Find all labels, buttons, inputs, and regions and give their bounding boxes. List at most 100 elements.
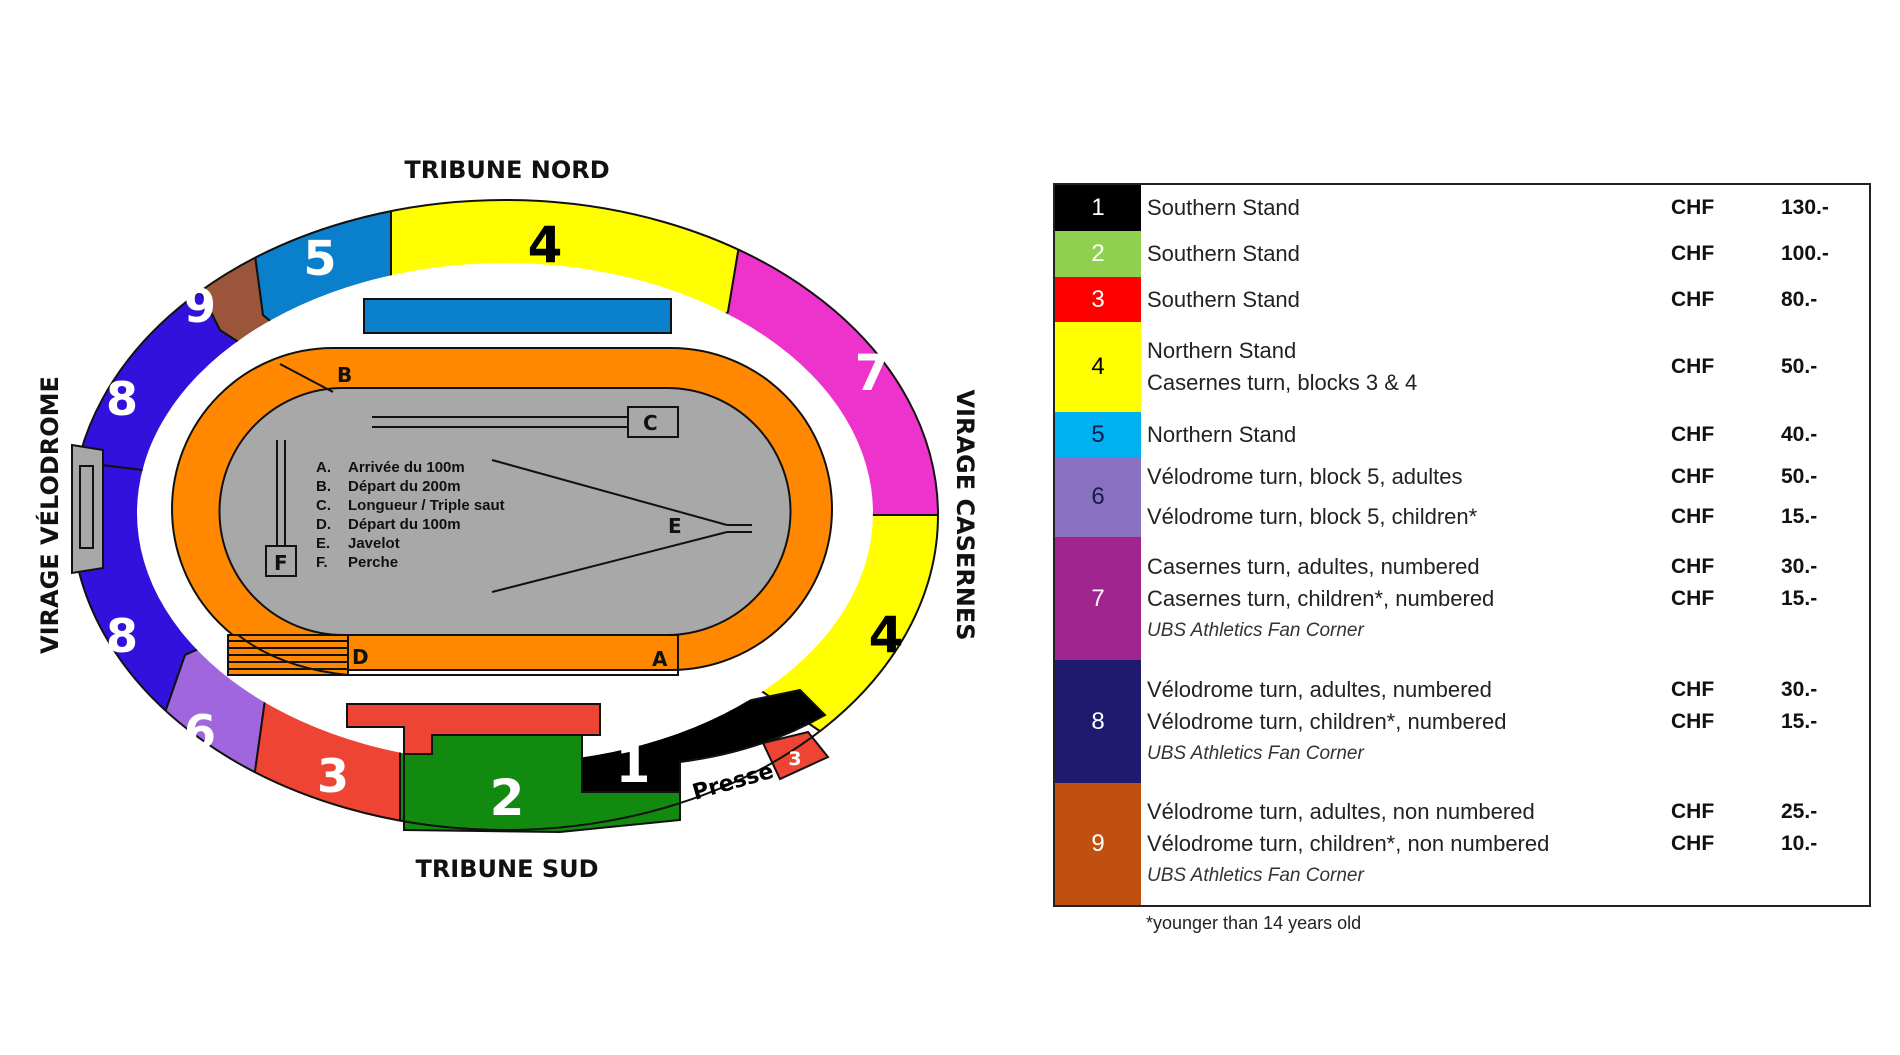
row-7-price-1: 30.- bbox=[1781, 554, 1818, 578]
legend-text-f: Perche bbox=[348, 554, 398, 571]
row-7-desc-1: Casernes turn, adultes, numbered bbox=[1147, 553, 1480, 579]
section-label-3-small: 3 bbox=[788, 748, 801, 770]
section-label-1: 1 bbox=[616, 736, 651, 794]
row-9-note: UBS Athletics Fan Corner bbox=[1147, 865, 1364, 886]
price-row-4: 4 Northern Stand Casernes turn, blocks 3… bbox=[1055, 322, 1869, 412]
row-6-price-2: 15.- bbox=[1781, 505, 1818, 528]
row-7-note: UBS Athletics Fan Corner bbox=[1147, 619, 1364, 641]
row-7-price-2: 15.- bbox=[1781, 586, 1818, 610]
row-1-desc: Southern Stand bbox=[1147, 195, 1300, 220]
footnote: *younger than 14 years old bbox=[1146, 913, 1362, 933]
legend-text-c: Longueur / Triple saut bbox=[348, 497, 505, 514]
swatch-6: 6 bbox=[1055, 457, 1141, 537]
legend-key-f: F. bbox=[316, 554, 328, 571]
row-8-note: UBS Athletics Fan Corner bbox=[1147, 742, 1364, 764]
velodrome-block bbox=[71, 443, 104, 575]
row-4-price: 50.- bbox=[1781, 355, 1818, 378]
row-6-price-1: 50.- bbox=[1781, 465, 1818, 488]
swatch-5: 5 bbox=[1055, 412, 1141, 457]
row-5-currency: CHF bbox=[1671, 422, 1715, 446]
price-row-2: 2 Southern Stand CHF 100.- bbox=[1055, 231, 1869, 277]
row-8-currency-1: CHF bbox=[1671, 677, 1715, 701]
section-label-9: 9 bbox=[184, 279, 216, 333]
legend-key-e: E. bbox=[316, 535, 330, 552]
swatch-2: 2 bbox=[1055, 231, 1141, 277]
swatch-1: 1 bbox=[1055, 185, 1141, 231]
row-4-desc-2: Casernes turn, blocks 3 & 4 bbox=[1147, 370, 1418, 395]
row-9-price-2: 10.- bbox=[1781, 832, 1818, 855]
row-2-price: 100.- bbox=[1781, 242, 1829, 265]
label-tribune-sud: TRIBUNE SUD bbox=[415, 855, 598, 883]
section-label-8-lower: 8 bbox=[106, 609, 138, 663]
legend-key-a: A. bbox=[316, 459, 331, 476]
price-row-7: 7 Casernes turn, adultes, numbered CHF 3… bbox=[1055, 537, 1869, 660]
legend-key-d: D. bbox=[316, 516, 331, 533]
row-9-currency-1: CHF bbox=[1671, 800, 1715, 823]
row-7-desc-2: Casernes turn, children*, numbered bbox=[1147, 585, 1495, 611]
swatch-4: 4 bbox=[1055, 322, 1141, 412]
row-7-currency-1: CHF bbox=[1671, 554, 1715, 578]
section-5-strip[interactable] bbox=[363, 298, 672, 334]
marker-b: B bbox=[337, 363, 352, 387]
row-8-currency-2: CHF bbox=[1671, 709, 1715, 733]
price-row-5: 5 Northern Stand CHF 40.- bbox=[1055, 412, 1869, 457]
row-2-currency: CHF bbox=[1671, 242, 1715, 265]
legend-text-b: Départ du 200m bbox=[348, 478, 461, 495]
marker-a: A bbox=[652, 647, 668, 671]
label-virage-velodrome: VIRAGE VÉLODROME bbox=[35, 376, 64, 654]
section-label-5: 5 bbox=[303, 231, 336, 287]
velodrome-inner-rect bbox=[79, 465, 94, 549]
section-label-2: 2 bbox=[490, 769, 525, 827]
row-6-currency-2: CHF bbox=[1671, 505, 1715, 528]
marker-d: D bbox=[352, 645, 369, 669]
section-1[interactable] bbox=[581, 688, 827, 793]
swatch-7: 7 bbox=[1055, 537, 1141, 660]
row-7-currency-2: CHF bbox=[1671, 586, 1715, 610]
legend-key-b: B. bbox=[316, 478, 331, 495]
legend-key-c: C. bbox=[316, 497, 331, 514]
start-line-b bbox=[279, 363, 334, 393]
row-4-currency: CHF bbox=[1671, 355, 1715, 378]
legend-text-a: Arrivée du 100m bbox=[348, 459, 465, 476]
row-1-currency: CHF bbox=[1671, 196, 1715, 219]
label-virage-casernes: VIRAGE CASERNES bbox=[951, 389, 979, 640]
stadium-map: 9 5 4 7 8 8 6 3 2 1 4 3 Presse bbox=[35, 156, 979, 883]
section-3-small[interactable] bbox=[761, 730, 830, 781]
price-row-3: 3 Southern Stand CHF 80.- bbox=[1055, 277, 1869, 322]
section-label-6: 6 bbox=[184, 705, 216, 759]
row-9-desc-1: Vélodrome turn, adultes, non numbered bbox=[1147, 799, 1535, 824]
row-6-desc-2: Vélodrome turn, block 5, children* bbox=[1147, 504, 1478, 529]
row-3-desc: Southern Stand bbox=[1147, 286, 1300, 312]
row-3-currency: CHF bbox=[1671, 287, 1715, 311]
price-table: 1 Southern Stand CHF 130.- 2 Southern St… bbox=[1053, 183, 1871, 907]
pit-f bbox=[265, 545, 297, 577]
infield bbox=[218, 387, 792, 636]
label-tribune-nord: TRIBUNE NORD bbox=[404, 156, 609, 184]
row-9-currency-2: CHF bbox=[1671, 832, 1715, 855]
section-3-upper[interactable] bbox=[346, 703, 601, 755]
pit-c bbox=[627, 406, 679, 438]
row-5-desc: Northern Stand bbox=[1147, 421, 1297, 447]
row-8-desc-2: Vélodrome turn, children*, numbered bbox=[1147, 708, 1507, 734]
marker-e: E bbox=[668, 514, 682, 538]
row-8-price-1: 30.- bbox=[1781, 677, 1818, 701]
row-2-desc: Southern Stand bbox=[1147, 241, 1300, 266]
marker-c: C bbox=[643, 411, 658, 435]
section-label-3: 3 bbox=[317, 749, 349, 803]
row-9-price-1: 25.- bbox=[1781, 800, 1818, 823]
row-4-desc-1: Northern Stand bbox=[1147, 338, 1297, 363]
swatch-8: 8 bbox=[1055, 660, 1141, 783]
price-row-8: 8 Vélodrome turn, adultes, numbered CHF … bbox=[1055, 660, 1869, 783]
swatch-3: 3 bbox=[1055, 277, 1141, 322]
price-row-9: 9 Vélodrome turn, adultes, non numbered … bbox=[1055, 783, 1869, 905]
row-3-price: 80.- bbox=[1781, 287, 1818, 311]
row-8-price-2: 15.- bbox=[1781, 709, 1818, 733]
price-row-6: 6 Vélodrome turn, block 5, adultes CHF 5… bbox=[1055, 457, 1869, 537]
row-8-desc-1: Vélodrome turn, adultes, numbered bbox=[1147, 676, 1492, 702]
section-label-8-upper: 8 bbox=[106, 372, 138, 426]
row-5-price: 40.- bbox=[1781, 422, 1818, 446]
section-label-4-east: 4 bbox=[869, 606, 904, 664]
marker-f: F bbox=[274, 551, 288, 575]
row-6-desc-1: Vélodrome turn, block 5, adultes bbox=[1147, 464, 1463, 489]
legend-text-e: Javelot bbox=[348, 535, 400, 552]
